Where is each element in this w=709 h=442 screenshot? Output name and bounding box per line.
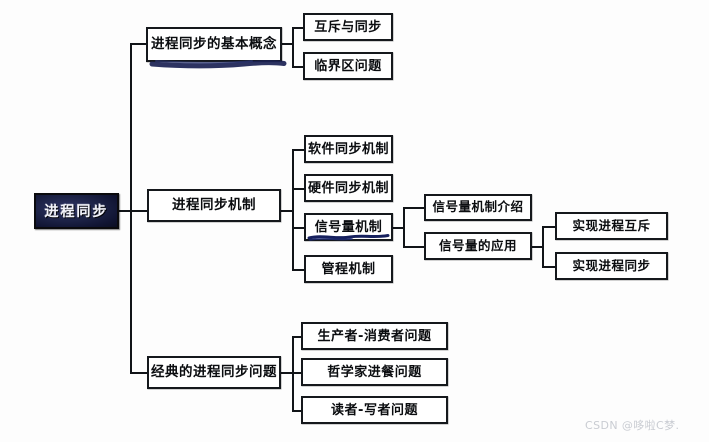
leaf-node-semaphore-application[interactable]: 信号量的应用 bbox=[424, 232, 532, 260]
root-node-label: 进程同步 bbox=[44, 204, 109, 220]
connector-b1-child-1 bbox=[292, 27, 304, 29]
connector-trunk-main bbox=[130, 43, 132, 373]
leaf-node-readers-writers-label: 读者-写者问题 bbox=[331, 402, 418, 418]
leaf-node-producer-consumer-label: 生产者-消费者问题 bbox=[317, 328, 432, 344]
connector-root-stub bbox=[118, 210, 132, 212]
connector-application-bus bbox=[542, 226, 544, 266]
connector-b3-out bbox=[281, 372, 294, 374]
leaf-node-mutual-exclusion-sync-label: 互斥与同步 bbox=[314, 19, 382, 35]
watermark-text: CSDN @哆啦C梦. bbox=[585, 419, 680, 432]
leaf-node-monitor-mechanism-label: 管程机制 bbox=[321, 261, 376, 277]
root-node[interactable]: 进程同步 bbox=[34, 193, 119, 229]
connector-semaphore-bus bbox=[403, 207, 405, 246]
leaf-node-readers-writers[interactable]: 读者-写者问题 bbox=[301, 396, 448, 424]
leaf-node-semaphore-mechanism[interactable]: 信号量机制 bbox=[304, 213, 393, 241]
leaf-node-dining-philosophers[interactable]: 哲学家进餐问题 bbox=[301, 358, 448, 386]
connector-b3-child-1 bbox=[292, 336, 302, 338]
connector-b2-child-1 bbox=[292, 149, 304, 151]
connector-b2-out bbox=[281, 210, 294, 212]
leaf-node-software-sync[interactable]: 软件同步机制 bbox=[304, 135, 393, 163]
connector-application-child-1 bbox=[542, 226, 555, 228]
connector-trunk-branch-2 bbox=[130, 210, 148, 212]
connector-trunk-branch-3 bbox=[130, 372, 148, 374]
leaf-node-critical-section[interactable]: 临界区问题 bbox=[303, 52, 393, 80]
connector-b1-child-2 bbox=[292, 66, 304, 68]
connector-b1-bus bbox=[292, 27, 294, 67]
branch-node-classic-problems-label: 经典的进程同步问题 bbox=[151, 363, 277, 380]
leaf-node-producer-consumer[interactable]: 生产者-消费者问题 bbox=[301, 322, 448, 350]
leaf-node-implement-mutual-exclusion[interactable]: 实现进程互斥 bbox=[555, 212, 668, 240]
connector-b2-bus bbox=[292, 149, 294, 270]
leaf-node-semaphore-intro[interactable]: 信号量机制介绍 bbox=[424, 194, 532, 221]
leaf-node-hardware-sync[interactable]: 硬件同步机制 bbox=[304, 174, 393, 202]
branch-node-basic-concepts-label: 进程同步的基本概念 bbox=[151, 35, 277, 52]
connector-b2-child-2 bbox=[292, 188, 304, 190]
connector-b2-child-3 bbox=[292, 227, 304, 229]
connector-b3-child-2 bbox=[292, 372, 302, 374]
connector-b2-child-4 bbox=[292, 269, 304, 271]
leaf-node-monitor-mechanism[interactable]: 管程机制 bbox=[304, 255, 393, 283]
leaf-node-dining-philosophers-label: 哲学家进餐问题 bbox=[327, 364, 422, 380]
connector-trunk-branch-1 bbox=[130, 43, 148, 45]
leaf-node-software-sync-label: 软件同步机制 bbox=[307, 141, 389, 157]
leaf-node-semaphore-intro-label: 信号量机制介绍 bbox=[432, 199, 524, 215]
leaf-node-semaphore-application-label: 信号量的应用 bbox=[438, 237, 517, 253]
leaf-node-hardware-sync-label: 硬件同步机制 bbox=[307, 180, 389, 196]
connector-b1-out bbox=[282, 43, 294, 45]
branch-node-classic-problems[interactable]: 经典的进程同步问题 bbox=[147, 356, 281, 389]
connector-semaphore-out bbox=[393, 227, 405, 229]
leaf-node-mutual-exclusion-sync[interactable]: 互斥与同步 bbox=[303, 13, 393, 41]
branch-node-basic-concepts[interactable]: 进程同步的基本概念 bbox=[146, 27, 282, 62]
branch-node-sync-mechanisms[interactable]: 进程同步机制 bbox=[147, 189, 281, 222]
leaf-node-implement-mutual-exclusion-label: 实现进程互斥 bbox=[572, 217, 651, 233]
leaf-node-implement-sync[interactable]: 实现进程同步 bbox=[555, 252, 668, 280]
connector-application-out bbox=[532, 246, 544, 248]
connector-application-child-2 bbox=[542, 266, 555, 268]
leaf-node-semaphore-mechanism-label: 信号量机制 bbox=[314, 219, 383, 235]
leaf-node-critical-section-label: 临界区问题 bbox=[314, 58, 382, 74]
leaf-node-implement-sync-label: 实现进程同步 bbox=[572, 257, 651, 273]
connector-b3-child-3 bbox=[292, 410, 302, 412]
branch-node-sync-mechanisms-label: 进程同步机制 bbox=[172, 196, 256, 213]
connector-semaphore-child-2 bbox=[403, 246, 424, 248]
connector-semaphore-child-1 bbox=[403, 207, 424, 209]
